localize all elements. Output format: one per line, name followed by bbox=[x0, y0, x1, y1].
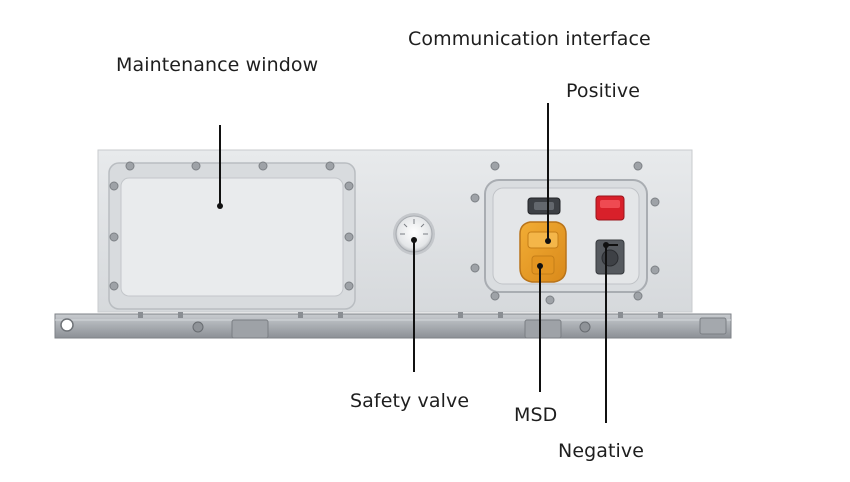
label-negative: Negative bbox=[558, 440, 645, 462]
leader-lines bbox=[217, 103, 618, 423]
mounting-rail bbox=[54, 312, 732, 339]
label-msd: MSD bbox=[514, 404, 558, 426]
label-communication-interface: Communication interface bbox=[408, 28, 651, 50]
communication-connector bbox=[527, 197, 561, 215]
msd-connector bbox=[519, 221, 567, 283]
positive-terminal bbox=[595, 195, 625, 221]
maintenance-window bbox=[108, 162, 356, 310]
label-positive: Positive bbox=[566, 80, 641, 102]
label-maintenance-window: Maintenance window bbox=[116, 54, 319, 76]
label-safety-valve: Safety valve bbox=[350, 390, 470, 412]
pressure-gauge-icon bbox=[393, 213, 435, 255]
bolt-icon bbox=[109, 161, 660, 305]
